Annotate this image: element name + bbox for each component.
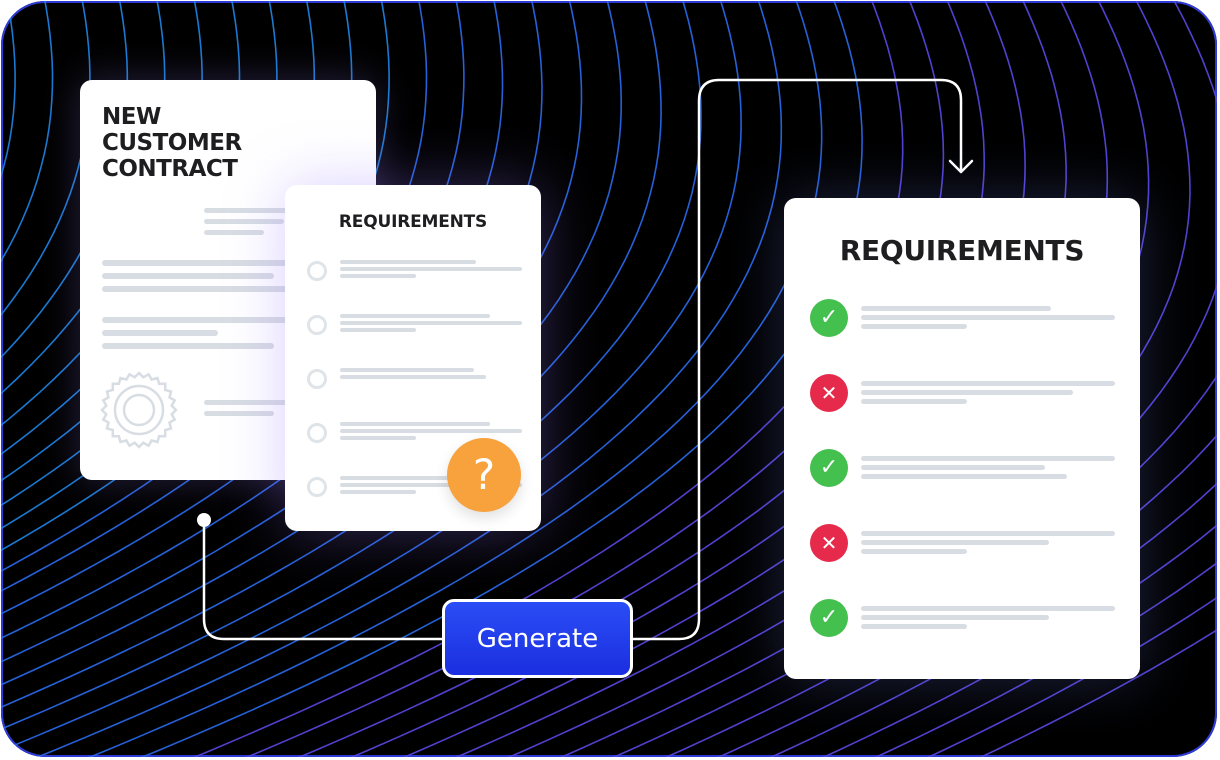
text-line	[102, 330, 218, 336]
check-icon: ✓	[810, 599, 848, 637]
requirement-text-line	[861, 306, 1051, 311]
requirement-text-line	[861, 456, 1115, 461]
requirement-text-line	[340, 368, 474, 372]
seal-icon	[100, 371, 178, 449]
requirement-text-line	[340, 321, 522, 325]
check-icon: ✓	[810, 449, 848, 487]
wave-line	[1, 1, 91, 317]
requirement-text-line	[340, 274, 416, 278]
requirement-text-line	[340, 328, 416, 332]
requirements-title: REQUIREMENTS	[338, 212, 488, 232]
unchecked-circle-icon	[307, 369, 327, 389]
requirements-result-title: REQUIREMENTS	[839, 234, 1085, 267]
wave-line	[979, 628, 1217, 757]
requirement-text-line	[861, 324, 967, 329]
requirements-checklist-pending: REQUIREMENTS ?	[285, 185, 541, 531]
unchecked-circle-icon	[307, 261, 327, 281]
unchecked-circle-icon	[307, 423, 327, 443]
unchecked-circle-icon	[307, 477, 327, 497]
requirements-checklist-result: REQUIREMENTS ✓ ✕ ✓ ✕ ✓	[784, 198, 1140, 679]
wave-line	[1, 1, 16, 180]
text-line	[204, 400, 294, 405]
text-line	[102, 273, 274, 279]
requirement-text-line	[861, 540, 1049, 545]
check-icon: ✓	[810, 299, 848, 337]
wave-line	[926, 596, 1217, 757]
cross-icon: ✕	[810, 524, 848, 562]
requirement-text-line	[861, 315, 1115, 320]
requirement-text-line	[340, 490, 416, 494]
requirement-text-line	[861, 531, 1115, 536]
wave-line	[1, 1, 54, 263]
text-line	[102, 317, 302, 323]
text-line	[204, 219, 284, 224]
contract-title: NEW CUSTOMER CONTRACT	[102, 104, 242, 182]
text-line	[102, 260, 302, 266]
text-line	[204, 230, 264, 235]
requirement-text-line	[340, 436, 416, 440]
requirement-text-line	[340, 429, 522, 433]
text-line	[204, 208, 304, 213]
requirement-text-line	[861, 465, 1045, 470]
requirement-text-line	[861, 549, 967, 554]
text-line	[102, 286, 302, 292]
requirement-text-line	[340, 483, 522, 487]
requirement-text-line	[340, 422, 490, 426]
generate-button[interactable]: Generate	[442, 599, 633, 678]
text-line	[204, 411, 274, 416]
requirement-text-line	[340, 260, 476, 264]
requirement-text-line	[861, 390, 1073, 395]
cross-icon: ✕	[810, 374, 848, 412]
requirement-text-line	[861, 381, 1115, 386]
requirement-text-line	[861, 474, 1067, 479]
requirement-text-line	[861, 399, 967, 404]
unchecked-circle-icon	[307, 315, 327, 335]
requirement-text-line	[861, 624, 967, 629]
text-line	[102, 343, 274, 349]
requirement-text-line	[861, 606, 1115, 611]
requirement-text-line	[861, 615, 1049, 620]
requirement-text-line	[340, 476, 490, 480]
requirement-text-line	[340, 314, 490, 318]
requirement-text-line	[340, 375, 486, 379]
question-mark-icon: ?	[447, 438, 521, 512]
requirement-text-line	[340, 267, 522, 271]
